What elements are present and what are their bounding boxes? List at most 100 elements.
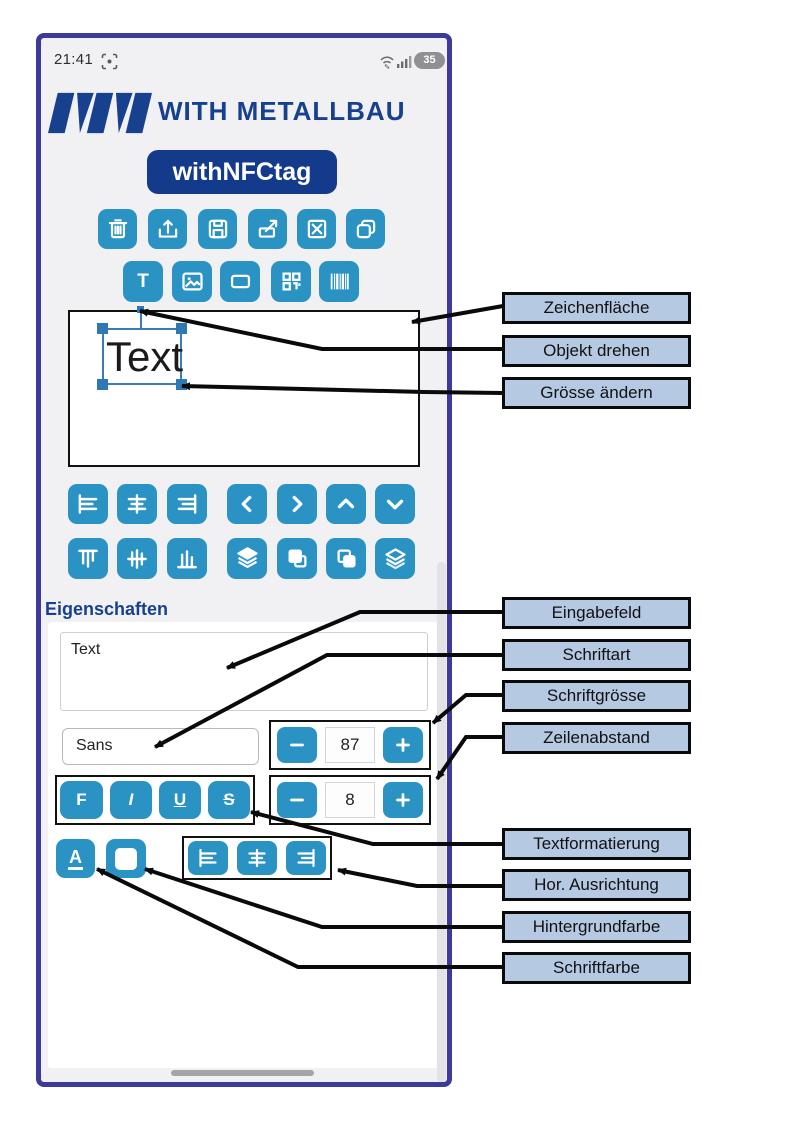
annotation-groesse-aendern: Grösse ändern [502, 377, 691, 409]
image-tool-icon [181, 272, 203, 291]
font-size-minus-button[interactable] [277, 727, 317, 763]
background-color-swatch-icon [115, 847, 137, 870]
save-button[interactable] [198, 209, 237, 249]
rotation-stem [140, 311, 142, 329]
plus-icon [396, 793, 410, 807]
nudge-right-button[interactable] [277, 484, 317, 524]
font-size-plus-button[interactable] [383, 727, 423, 763]
annotation-zeilenabstand: Zeilenabstand [502, 722, 691, 754]
align-left-button[interactable] [68, 484, 108, 524]
annotation-zeichenflaeche: Zeichenfläche [502, 292, 691, 324]
annotation-schriftfarbe: Schriftfarbe [502, 952, 691, 984]
text-align-left-button[interactable] [188, 841, 228, 875]
align-middle-v-button[interactable] [117, 538, 157, 579]
clear-button[interactable] [297, 209, 336, 249]
properties-heading: Eigenschaften [45, 599, 169, 619]
annotation-schriftgroesse: Schriftgrösse [502, 680, 691, 712]
underline-button[interactable]: U [159, 781, 201, 819]
align-right-button[interactable] [167, 484, 207, 524]
bring-forward-icon [288, 549, 306, 568]
duplicate-icon [356, 219, 375, 239]
status-time: 21:41 [54, 51, 94, 68]
scrollbar[interactable] [437, 562, 446, 1082]
qrcode-tool-icon [282, 272, 300, 291]
nudge-left-icon [241, 495, 252, 513]
rotate-handle[interactable] [137, 306, 144, 313]
align-right-icon [297, 848, 315, 868]
line-spacing-plus-button[interactable] [383, 782, 423, 818]
nudge-up-icon [337, 498, 355, 509]
annotation-objekt-drehen: Objekt drehen [502, 335, 691, 367]
upload-icon [158, 219, 177, 238]
send-backward-button[interactable] [326, 538, 366, 579]
resize-handle-nw[interactable] [97, 323, 108, 334]
bring-to-front-icon [236, 547, 258, 569]
image-tool-button[interactable] [172, 261, 212, 302]
align-top-icon [78, 549, 98, 568]
annotation-hintergrundfarbe: Hintergrundfarbe [502, 911, 691, 943]
annotation-textformatierung: Textformatierung [502, 828, 691, 860]
text-tool-button[interactable]: T [123, 261, 163, 302]
save-icon [208, 219, 227, 239]
align-center-h-button[interactable] [117, 484, 157, 524]
plus-icon [396, 738, 410, 752]
annotation-eingabefeld: Eingabefeld [502, 597, 691, 629]
align-bottom-icon [177, 549, 197, 568]
nudge-down-button[interactable] [375, 484, 415, 524]
annotation-hor-ausrichtung: Hor. Ausrichtung [502, 869, 691, 901]
italic-button[interactable]: I [110, 781, 152, 819]
align-left-icon [199, 848, 217, 868]
duplicate-button[interactable] [346, 209, 385, 249]
battery-icon: 35 [414, 52, 445, 69]
barcode-tool-button[interactable] [319, 261, 359, 302]
bold-button[interactable]: F [60, 781, 103, 819]
font-family-field[interactable]: Sans [62, 728, 259, 765]
align-bottom-button[interactable] [167, 538, 207, 579]
canvas-text-object[interactable]: Text [106, 333, 184, 380]
barcode-tool-icon [330, 273, 349, 290]
text-align-center-button[interactable] [237, 841, 277, 875]
align-top-button[interactable] [68, 538, 108, 579]
resize-handle-sw[interactable] [97, 379, 108, 390]
signal-bars-icon [397, 56, 412, 68]
clear-icon [307, 219, 326, 239]
align-center-h-icon [248, 848, 266, 868]
background-color-button[interactable] [106, 839, 146, 878]
font-size-value[interactable]: 87 [325, 727, 375, 763]
nudge-up-button[interactable] [326, 484, 366, 524]
resize-handle-se[interactable] [176, 379, 187, 390]
annotation-schriftart: Schriftart [502, 639, 691, 671]
export-icon [258, 219, 277, 238]
export-button[interactable] [248, 209, 287, 249]
text-align-right-button[interactable] [286, 841, 326, 875]
text-content-input[interactable]: Text [60, 632, 428, 711]
app-title-button[interactable]: withNFCtag [147, 150, 337, 194]
mobile-data-icon [380, 56, 394, 69]
nudge-down-icon [386, 499, 404, 510]
wm-logo [48, 92, 152, 134]
delete-button[interactable] [98, 209, 137, 249]
rect-tool-button[interactable] [220, 261, 260, 302]
rect-tool-icon [230, 274, 250, 289]
strikethrough-button[interactable]: S [208, 781, 250, 819]
home-indicator [171, 1070, 314, 1076]
align-center-h-icon [127, 494, 147, 514]
nudge-left-button[interactable] [227, 484, 267, 524]
line-spacing-minus-button[interactable] [277, 782, 317, 818]
resize-handle-ne[interactable] [176, 323, 187, 334]
screen-record-icon [101, 53, 118, 70]
send-to-back-button[interactable] [375, 538, 415, 579]
bring-forward-button[interactable] [277, 538, 317, 579]
font-color-icon: A [68, 847, 83, 870]
send-backward-icon [337, 549, 355, 568]
brand-name: WITH METALLBAU [158, 96, 406, 126]
trash-icon [108, 219, 127, 239]
upload-button[interactable] [148, 209, 187, 249]
qrcode-tool-button[interactable] [271, 261, 311, 302]
nudge-right-icon [292, 495, 303, 513]
minus-icon [290, 743, 304, 747]
bring-to-front-button[interactable] [227, 538, 267, 579]
font-color-button[interactable]: A [56, 839, 95, 878]
line-spacing-value[interactable]: 8 [325, 782, 375, 818]
